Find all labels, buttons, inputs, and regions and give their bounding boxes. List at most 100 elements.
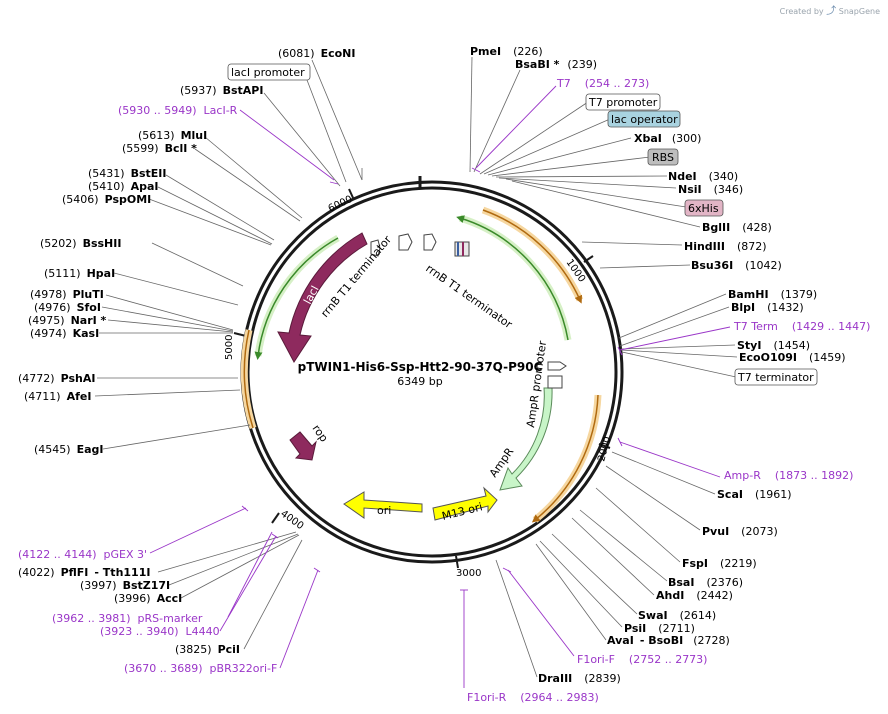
site-ahdi: AhdI(2442)	[656, 589, 733, 602]
arc-orange-right-core	[531, 394, 599, 523]
leader-t7-term	[619, 326, 731, 351]
primer-pgex3-mark	[241, 505, 249, 512]
arc-orange-upper-right-core	[482, 209, 583, 304]
leader-econi	[311, 59, 363, 181]
site-blpi: BlpI(1432)	[731, 301, 804, 314]
leader-bsai	[579, 509, 668, 582]
site-bsabi: BsaBI *(239)	[515, 58, 597, 71]
feature-ampr-arrow	[499, 387, 553, 491]
box-t7-terminator: T7 terminator	[737, 371, 814, 384]
primer-amp-r-mark	[617, 437, 623, 447]
leader-bstapi	[263, 92, 341, 187]
site-mlui: (5613)MluI	[138, 129, 207, 142]
leader-nari	[107, 319, 234, 333]
site-styi: StyI(1454)	[737, 339, 810, 352]
site-psii: PsiI(2711)	[624, 622, 695, 635]
leader-hpai	[113, 272, 239, 306]
site-labels-right: PmeI(226) BsaBI *(239) XbaI(300) NdeI(34…	[470, 45, 846, 685]
box-t7-promoter: T7 promoter	[588, 96, 658, 109]
primer-pbr322ori-f: (3670 .. 3689) pBR322ori-F	[124, 662, 277, 675]
leader-fspi	[595, 487, 681, 563]
site-bamhi: BamHI(1379)	[728, 288, 817, 301]
backbone-inner	[246, 186, 618, 558]
feature-rop-arrow	[289, 431, 317, 461]
site-xbai: XbaI(300)	[634, 132, 701, 145]
primer-pbr322ori-f-mark	[313, 567, 321, 573]
site-afei: (4711)AfeI	[24, 390, 91, 403]
tick-label-2000: 2000	[596, 435, 613, 462]
leader-afei	[94, 389, 241, 397]
site-pshai: (4772)PshAI	[18, 372, 95, 385]
site-pluti: (4978)PluTI	[30, 288, 104, 301]
leader-6xhis	[505, 178, 687, 208]
boxed-labels: lacI promoter T7 promoter lac operator R…	[227, 63, 818, 386]
leader-bsabi	[473, 69, 521, 173]
site-nari: (4975)NarI *	[28, 314, 107, 327]
box-rbs-bg	[647, 148, 679, 166]
site-pvui: PvuI(2073)	[702, 525, 778, 538]
feature-ori-arrow	[343, 491, 423, 519]
feature-terminator-marker-3	[423, 233, 437, 251]
leader-mlui	[204, 136, 303, 219]
leader-hindiii	[581, 241, 683, 246]
leader-scai	[611, 451, 716, 495]
site-hindiii: HindIII(872)	[684, 240, 767, 253]
snapgene-logo-icon: ⤴	[826, 6, 837, 17]
feature-terminator-marker-2	[398, 233, 413, 251]
tick-label-3000: 3000	[456, 568, 481, 579]
box-t7-promoter-bg	[585, 93, 661, 111]
leader-rbs	[491, 156, 651, 177]
box-rbs: RBS	[652, 151, 674, 164]
feature-ori-label: ori	[377, 504, 391, 517]
primer-f1ori-f-mark	[502, 567, 512, 573]
leader-pluti	[105, 294, 234, 331]
box-lac-operator-bg	[607, 110, 681, 128]
site-pflfi: (4022)PflFI- Tth111I	[18, 566, 150, 579]
primer-t7-term-mark	[617, 346, 623, 356]
leader-laci-r	[239, 109, 335, 181]
leader-lac-operator	[483, 118, 611, 175]
site-pspomi: (5406)PspOMI	[62, 193, 151, 206]
site-bstz17i: (3997)BstZ17I	[80, 579, 170, 592]
primer-t7-term: T7 Term (1429 .. 1447)	[733, 320, 870, 333]
primer-t7: T7 (254 .. 273)	[556, 77, 649, 90]
leader-bstz17i	[168, 533, 299, 586]
site-avai: AvaI- BsoBI(2728)	[607, 634, 730, 647]
leader-bamhi	[618, 293, 727, 339]
leader-sfoi	[101, 306, 234, 332]
box-6xhis-bg	[684, 199, 724, 217]
leader-eagi	[102, 424, 251, 450]
leader-ecoo109i	[620, 349, 738, 358]
site-bglii: BglII(428)	[702, 221, 772, 234]
tick-label-5000: 5000	[224, 335, 235, 360]
site-bsshii: (5202)BssHII	[40, 237, 121, 250]
primer-leaders	[149, 85, 731, 688]
feature-rop-label: rop	[310, 422, 331, 444]
feature-ampr-start	[547, 375, 563, 389]
arc-green-upper-right-core	[456, 215, 569, 341]
site-kasi: (4974)KasI	[30, 327, 99, 340]
site-scai: ScaI(1961)	[717, 488, 792, 501]
feature-m13-ori-arrow	[432, 486, 498, 521]
leader-pspomi	[148, 198, 272, 246]
site-sfoi: (4976)SfoI	[34, 301, 101, 314]
leader-ahdi	[571, 517, 655, 596]
leader-bcli	[194, 148, 301, 222]
site-ndei: NdeI(340)	[668, 170, 738, 183]
plasmid-name: pTWIN1-His6-Ssp-Htt2-90-37Q-P90C	[298, 360, 543, 374]
site-labels-left: (6081)EcoNI (5937)BstAPI (5613)MluI (559…	[18, 47, 355, 656]
site-hpai: (5111)HpaI	[44, 267, 115, 280]
tick-mark-5000	[233, 332, 247, 337]
arc-green-left-core	[254, 237, 339, 360]
primer-f1ori-f: F1ori-F (2752 .. 2773)	[577, 653, 707, 666]
site-bsu36i: Bsu36I(1042)	[691, 259, 782, 272]
leader-t7-promoter	[479, 101, 589, 175]
box-lac-operator: lac operator	[611, 113, 678, 126]
leader-draiii	[495, 559, 538, 678]
arc-green-upper-right	[458, 214, 572, 341]
leader-pgex3	[149, 507, 247, 554]
site-pcii: (3825)PciI	[175, 643, 240, 656]
primer-labels: (5930 .. 5949) LacI-R T7 (254 .. 273) T7…	[18, 77, 870, 704]
site-draiii: DraIII(2839)	[538, 672, 621, 685]
box-laci-promoter: lacI promoter	[231, 66, 305, 79]
